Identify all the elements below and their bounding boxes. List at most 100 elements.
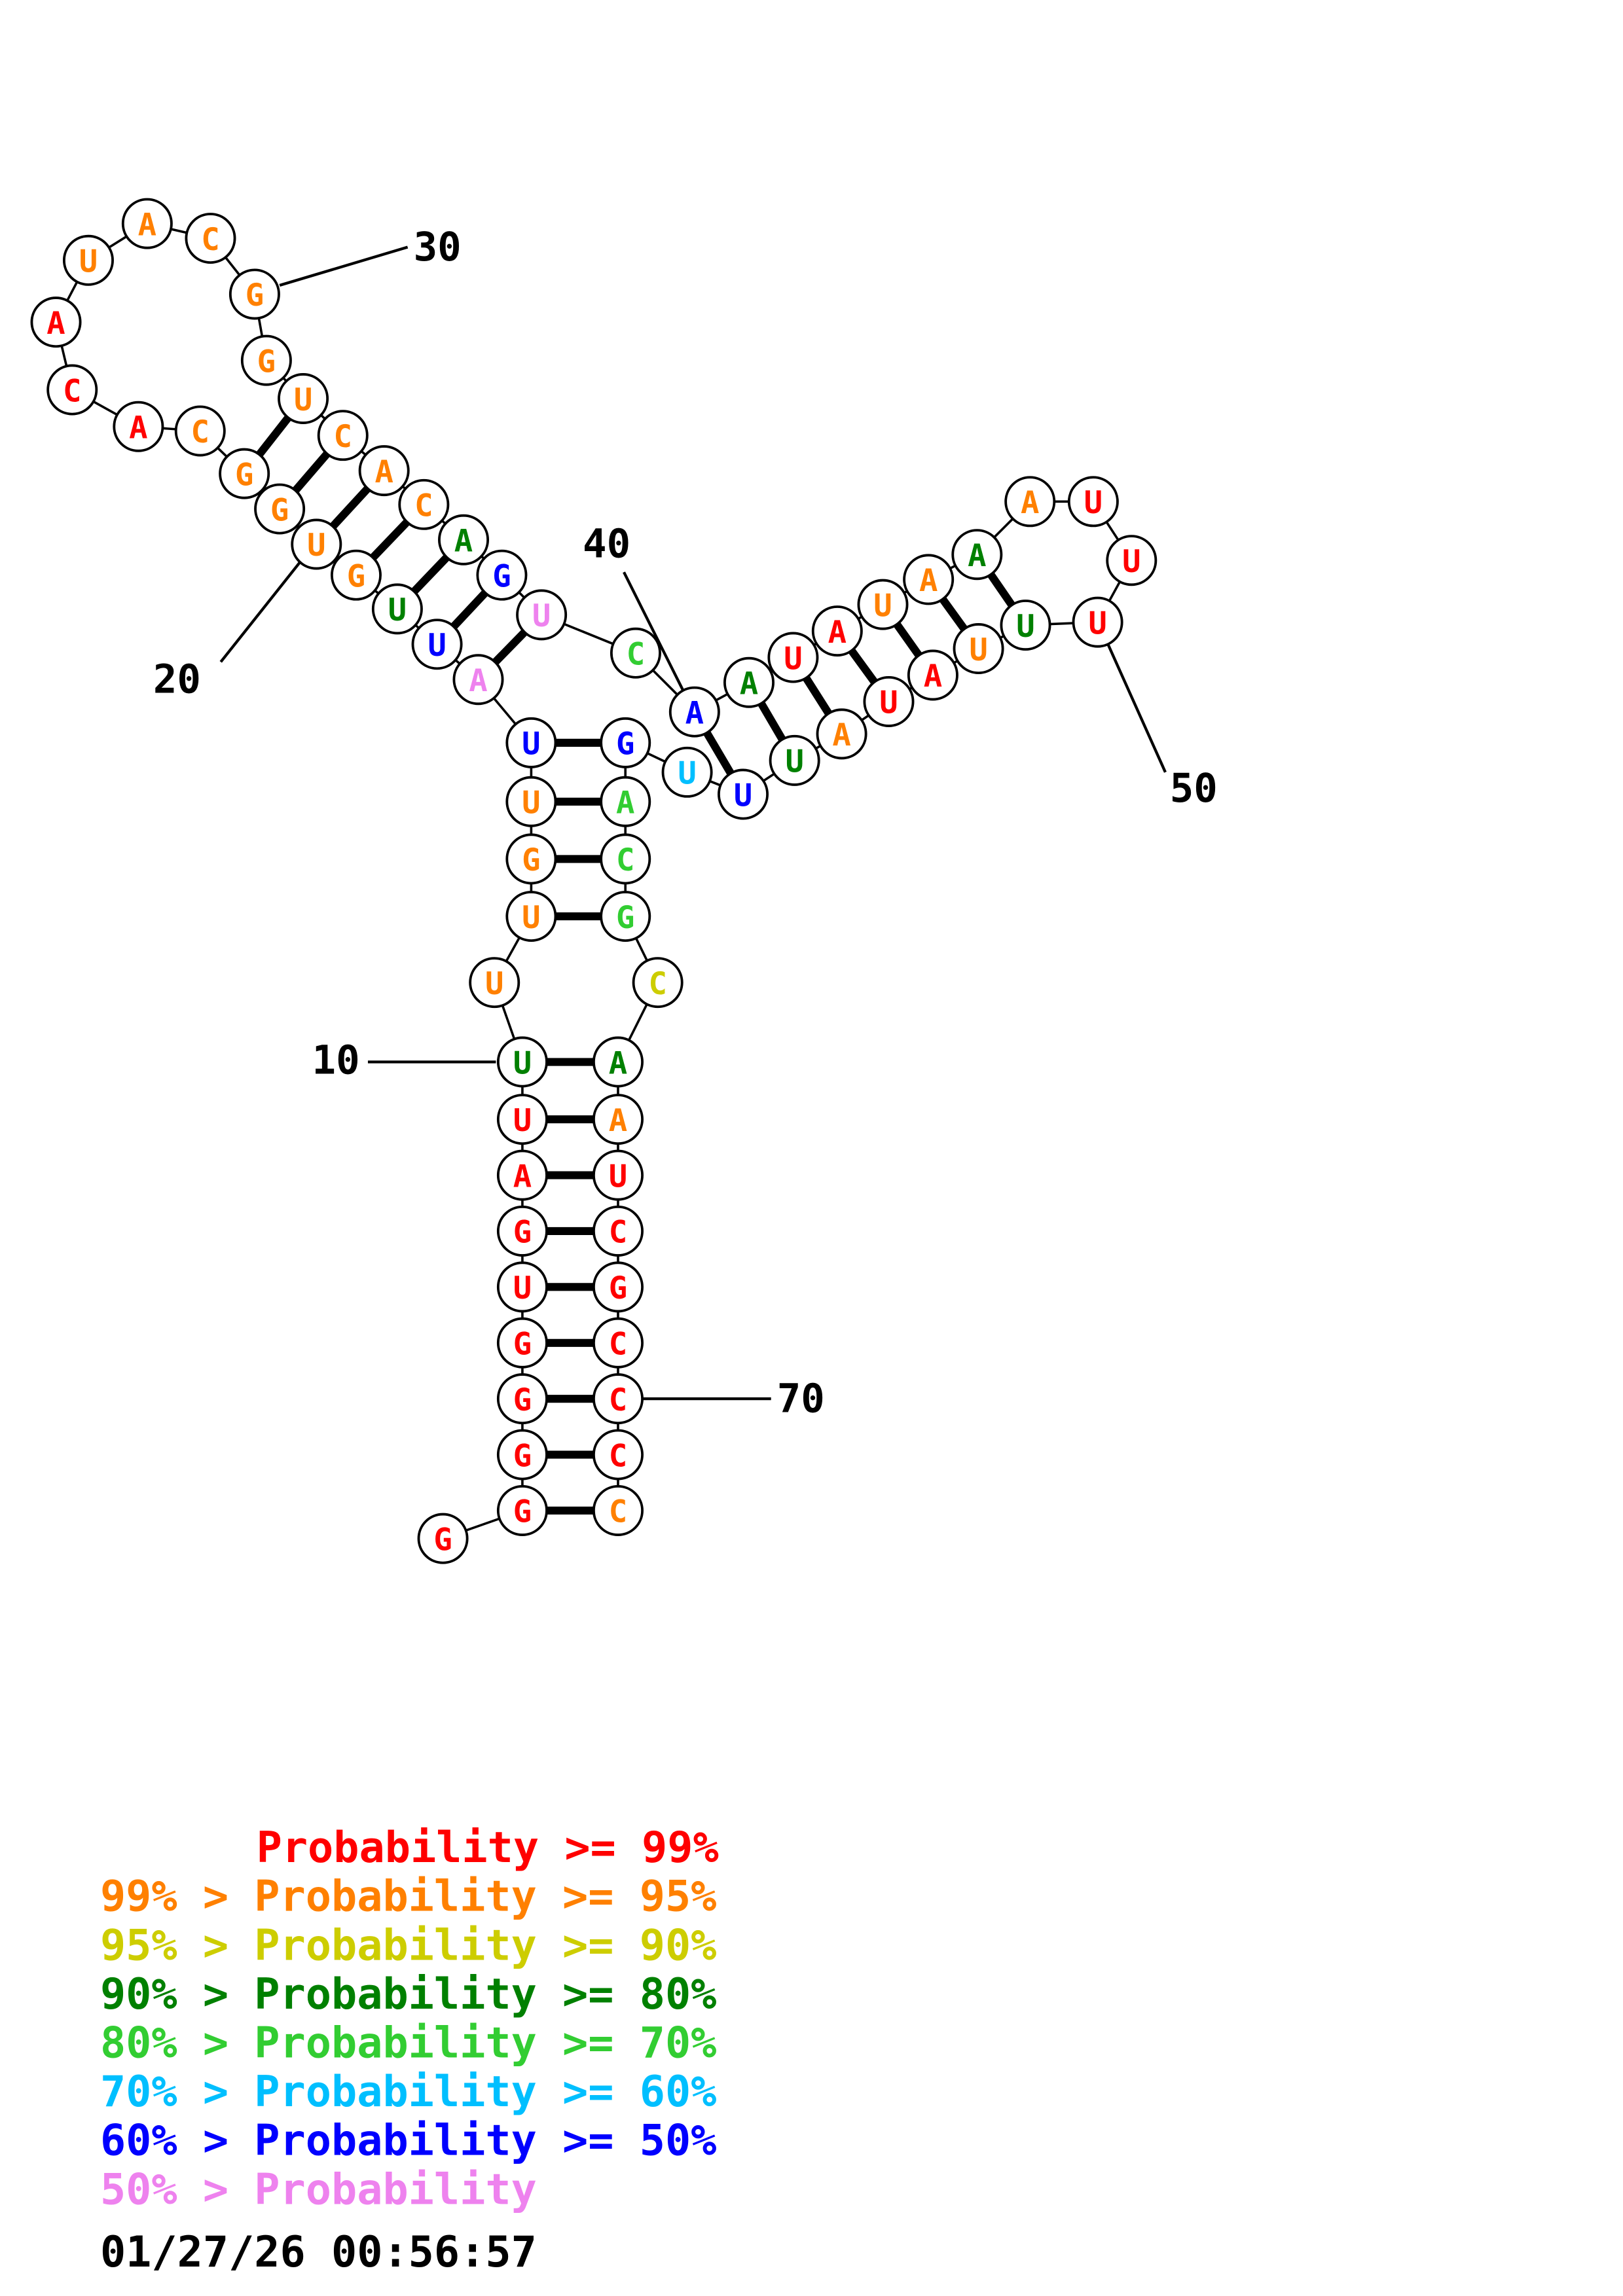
nucleotide-base: A bbox=[374, 454, 393, 490]
nucleotide-base: G bbox=[513, 1382, 532, 1418]
nucleotide-base: A bbox=[616, 785, 634, 821]
nucleotide-circle bbox=[516, 589, 568, 641]
nucleotide-A47: A bbox=[1004, 476, 1056, 528]
nucleotide-U44: U bbox=[857, 579, 909, 630]
nucleotide-A60: A bbox=[600, 776, 651, 827]
nucleotide-circle bbox=[661, 746, 713, 798]
nucleotide-circle bbox=[600, 776, 651, 827]
nucleotide-A28: A bbox=[121, 198, 173, 249]
nucleotide-base: U bbox=[678, 756, 696, 792]
nucleotide-base: U bbox=[294, 382, 312, 418]
nucleotide-circle bbox=[411, 619, 463, 670]
nucleotide-base: C bbox=[414, 488, 433, 524]
position-label-70: 70 bbox=[643, 1376, 825, 1422]
nucleotide-circle bbox=[600, 833, 651, 885]
nucleotide-base: A bbox=[968, 538, 986, 574]
nucleotide-base: U bbox=[513, 1270, 532, 1306]
nucleotide-base: U bbox=[609, 1158, 627, 1194]
nucleotide-U12: U bbox=[505, 891, 557, 942]
nucleotide-circle bbox=[592, 1036, 644, 1088]
nucleotide-circle bbox=[398, 478, 450, 530]
nucleotide-base: A bbox=[469, 663, 487, 699]
nucleotide-base: C bbox=[648, 966, 666, 1002]
nucleotide-circle bbox=[438, 514, 490, 565]
nucleotide-circle bbox=[62, 234, 114, 286]
nucleotide-U58: U bbox=[661, 746, 713, 798]
nucleotide-G13: G bbox=[505, 833, 557, 885]
nucleotide-circle bbox=[469, 957, 520, 1009]
nucleotide-base: U bbox=[485, 966, 503, 1002]
nucleotide-U51: U bbox=[1000, 600, 1051, 651]
position-label-text: 40 bbox=[583, 522, 630, 567]
nucleotide-circle bbox=[767, 632, 819, 683]
nucleotide-G7: G bbox=[496, 1205, 548, 1257]
nucleotide-C23: C bbox=[174, 405, 226, 457]
nucleotide-base: A bbox=[513, 1158, 532, 1194]
nucleotide-base: G bbox=[492, 558, 511, 594]
nucleotide-base: A bbox=[828, 615, 847, 651]
nucleotide-circle bbox=[592, 1373, 644, 1425]
legend-entry: 70% > Probability >= 60% bbox=[100, 2068, 716, 2117]
nucleotide-circle bbox=[610, 627, 661, 679]
position-label-leader bbox=[623, 571, 684, 691]
nucleotide-circle bbox=[632, 957, 684, 1009]
nucleotide-circle bbox=[1000, 600, 1051, 651]
position-label-text: 70 bbox=[777, 1376, 825, 1422]
nucleotide-base: C bbox=[63, 373, 81, 409]
nucleotide-A40: A bbox=[668, 686, 720, 738]
nucleotide-base: A bbox=[919, 563, 938, 599]
nucleotide-base: A bbox=[609, 1045, 627, 1081]
nucleotide-circle bbox=[30, 296, 82, 348]
nucleotide-A55: A bbox=[816, 708, 867, 760]
nucleotide-A16: A bbox=[452, 654, 504, 706]
nucleotide-circle bbox=[317, 410, 369, 461]
nucleotide-circle bbox=[857, 579, 909, 630]
nucleotide-G59: G bbox=[600, 717, 651, 768]
nucleotide-C61: C bbox=[600, 833, 651, 885]
nucleotide-base: G bbox=[513, 1494, 532, 1530]
nucleotide-A46: A bbox=[951, 529, 1003, 581]
nucleotide-circle bbox=[240, 334, 292, 386]
nucleotide-A64: A bbox=[592, 1036, 644, 1088]
nucleotide-U56: U bbox=[769, 734, 820, 786]
nucleotide-base: U bbox=[79, 244, 98, 280]
nucleotide-circle bbox=[278, 373, 329, 425]
nucleotide-base: U bbox=[522, 900, 540, 936]
nucleotide-circle bbox=[903, 554, 955, 605]
nucleotide-base: G bbox=[522, 842, 540, 878]
nucleotide-base: U bbox=[873, 588, 892, 624]
nucleotide-circle bbox=[951, 529, 1003, 581]
nucleotide-circle bbox=[592, 1149, 644, 1201]
nucleotide-U50: U bbox=[1072, 596, 1123, 648]
nucleotide-C39: C bbox=[610, 627, 661, 679]
nucleotide-circle bbox=[718, 768, 769, 820]
nucleotide-A34: A bbox=[358, 445, 410, 497]
nucleotide-U6: U bbox=[496, 1261, 548, 1313]
nucleotide-C63: C bbox=[632, 957, 684, 1009]
nucleotide-base: U bbox=[513, 1045, 532, 1081]
nucleotide-base: U bbox=[1016, 609, 1034, 645]
legend-entry: 90% > Probability >= 80% bbox=[100, 1970, 716, 2019]
nucleotide-C70: C bbox=[592, 1373, 644, 1425]
nucleotide-G22: G bbox=[219, 448, 270, 499]
nucleotide-base: U bbox=[1088, 605, 1106, 641]
position-label-50: 50 bbox=[1106, 643, 1218, 812]
nucleotide-circle bbox=[121, 198, 173, 249]
nucleotide-circle bbox=[1004, 476, 1056, 528]
nucleotide-circle bbox=[1106, 535, 1158, 586]
timestamp: 01/27/26 00:56:57 bbox=[100, 2228, 537, 2277]
nucleotide-base: A bbox=[832, 717, 850, 753]
nucleotide-circle bbox=[113, 401, 164, 452]
legend-entry: Probability >= 99% bbox=[257, 1823, 719, 1873]
nucleotide-base: C bbox=[616, 842, 634, 878]
nucleotide-base: A bbox=[1021, 485, 1039, 521]
nucleotide-U48: U bbox=[1067, 476, 1119, 528]
position-label-text: 30 bbox=[414, 224, 462, 270]
nucleotide-circle bbox=[953, 623, 1004, 675]
nucleotide-base: A bbox=[129, 410, 147, 446]
nucleotide-circle bbox=[505, 833, 557, 885]
nucleotide-base: A bbox=[454, 523, 473, 559]
